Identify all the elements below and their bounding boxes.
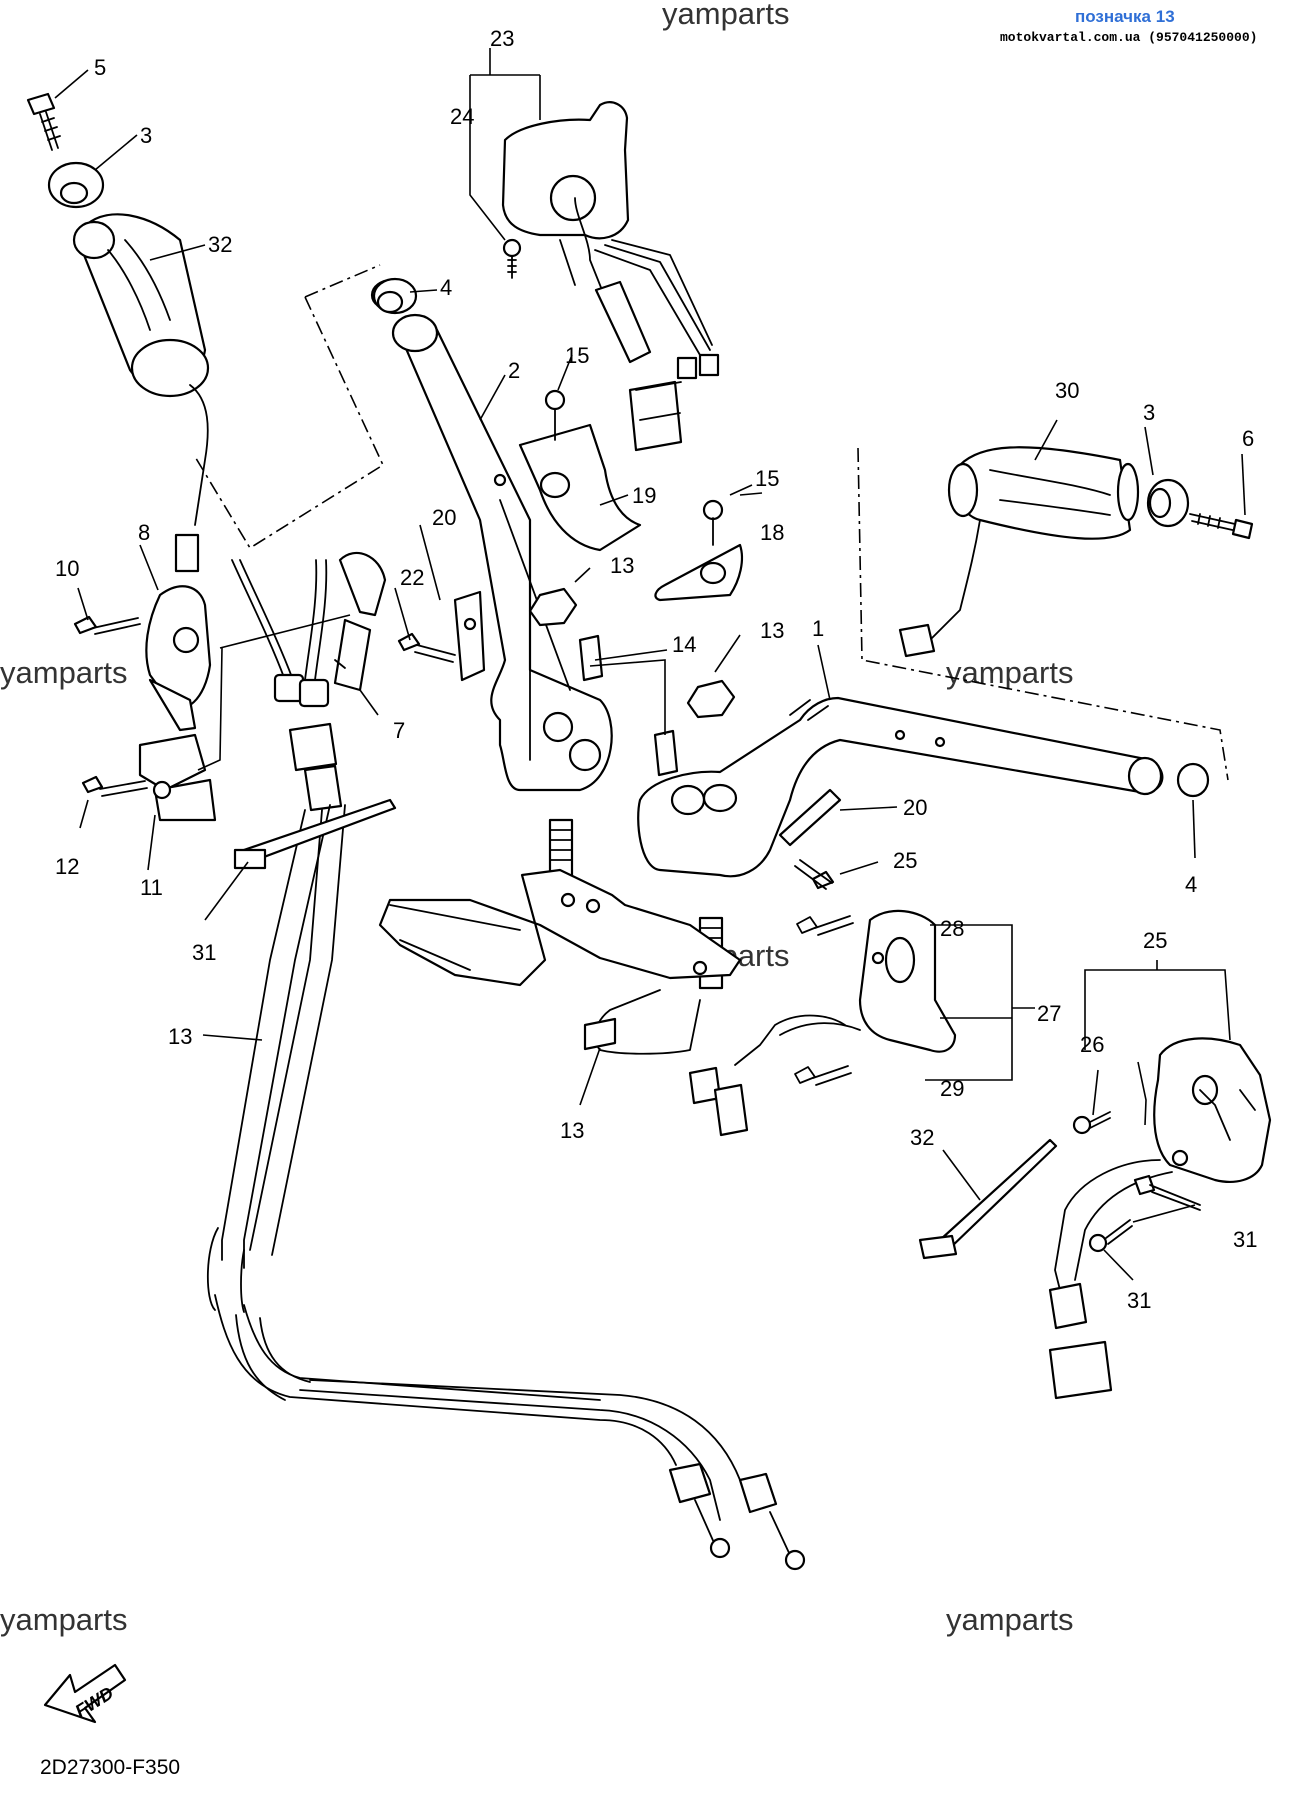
callout: 22	[400, 565, 424, 590]
cable-tie-right	[918, 1138, 1058, 1260]
callout: 20	[903, 795, 927, 820]
bar-end-weight-right	[1176, 762, 1210, 798]
handlebar-holder-bracket	[378, 868, 742, 1055]
left-switch-housing	[81, 733, 217, 822]
callout: 10	[55, 556, 79, 581]
fwd-arrow-icon: FWD	[43, 1663, 127, 1724]
callout: 31	[1233, 1227, 1257, 1252]
left-grip-group	[26, 92, 210, 573]
watermark: yamparts	[0, 1602, 127, 1637]
callout: 1	[812, 616, 824, 641]
right-switch-23	[1048, 1037, 1272, 1400]
callout: 12	[55, 854, 79, 879]
clutch-lever-holder	[73, 585, 212, 732]
cable-tie-left	[233, 798, 397, 870]
throttle-cables	[206, 559, 806, 1571]
right-switch-21	[501, 101, 720, 452]
callout: 5	[94, 55, 106, 80]
bolt-14-left	[578, 634, 604, 682]
callout: 18	[760, 520, 784, 545]
callout: 29	[940, 1076, 964, 1101]
diagram-reference: 2D27300-F350	[40, 1756, 180, 1779]
watermark: yamparts	[0, 655, 127, 690]
callout: 4	[440, 275, 452, 300]
diagram-tag: позначка 13	[1075, 7, 1175, 26]
callout: 3	[140, 123, 152, 148]
callout: 3	[1143, 400, 1155, 425]
callout: 11	[140, 875, 163, 900]
callout: 13	[560, 1118, 584, 1143]
watermark: yamparts	[946, 1602, 1073, 1637]
callout: 15	[565, 343, 589, 368]
clamp-18	[778, 788, 842, 847]
screw-20-right	[811, 870, 835, 890]
assembly-line-right	[857, 447, 1229, 781]
callout: 23	[490, 26, 514, 51]
callout: 32	[910, 1125, 934, 1150]
callout: 20	[432, 505, 456, 530]
callout: 31	[192, 940, 216, 965]
callout: 7	[393, 718, 405, 743]
callout: 15	[755, 466, 779, 491]
nut-13-left	[528, 587, 578, 627]
right-handlebar	[637, 696, 1164, 878]
bolt-14-right	[653, 729, 679, 777]
watermark: yamparts	[946, 655, 1073, 690]
bar-end-weight-left	[372, 277, 418, 315]
callout: 4	[1185, 872, 1197, 897]
callout: 13	[610, 553, 634, 578]
callout: 27	[1037, 1001, 1061, 1026]
callout: 31	[1127, 1288, 1151, 1313]
callout: 19	[632, 483, 656, 508]
callout: 30	[1055, 378, 1079, 403]
nut-13-right	[686, 679, 736, 719]
callout: 8	[138, 520, 150, 545]
callout: 25	[1143, 928, 1167, 953]
callout: 13	[760, 618, 784, 643]
lever-7	[333, 551, 387, 692]
callout: 32	[208, 232, 232, 257]
callouts: 5 3 32 4 2 15 19 20 22 13 14 23 24 8 10 …	[55, 26, 1257, 1313]
upper-bracket-17	[518, 389, 642, 552]
wire-guide-19	[397, 590, 486, 682]
callout: 13	[168, 1024, 192, 1049]
callout: 14	[672, 632, 696, 657]
assembly-line	[193, 264, 385, 550]
source-site: motokvartal.com.ua (957041250000)	[1000, 30, 1257, 45]
callout: 26	[1080, 1032, 1104, 1057]
watermark: yamparts	[662, 0, 789, 31]
right-grip-28	[898, 446, 1254, 658]
callout: 24	[450, 104, 474, 129]
callout: 6	[1242, 426, 1254, 451]
callout: 28	[940, 916, 964, 941]
callout: 2	[508, 358, 520, 383]
throttle-housing-25	[688, 909, 957, 1137]
upper-bracket-16	[654, 499, 744, 602]
leader-lines	[54, 48, 1246, 1281]
callout: 25	[893, 848, 917, 873]
